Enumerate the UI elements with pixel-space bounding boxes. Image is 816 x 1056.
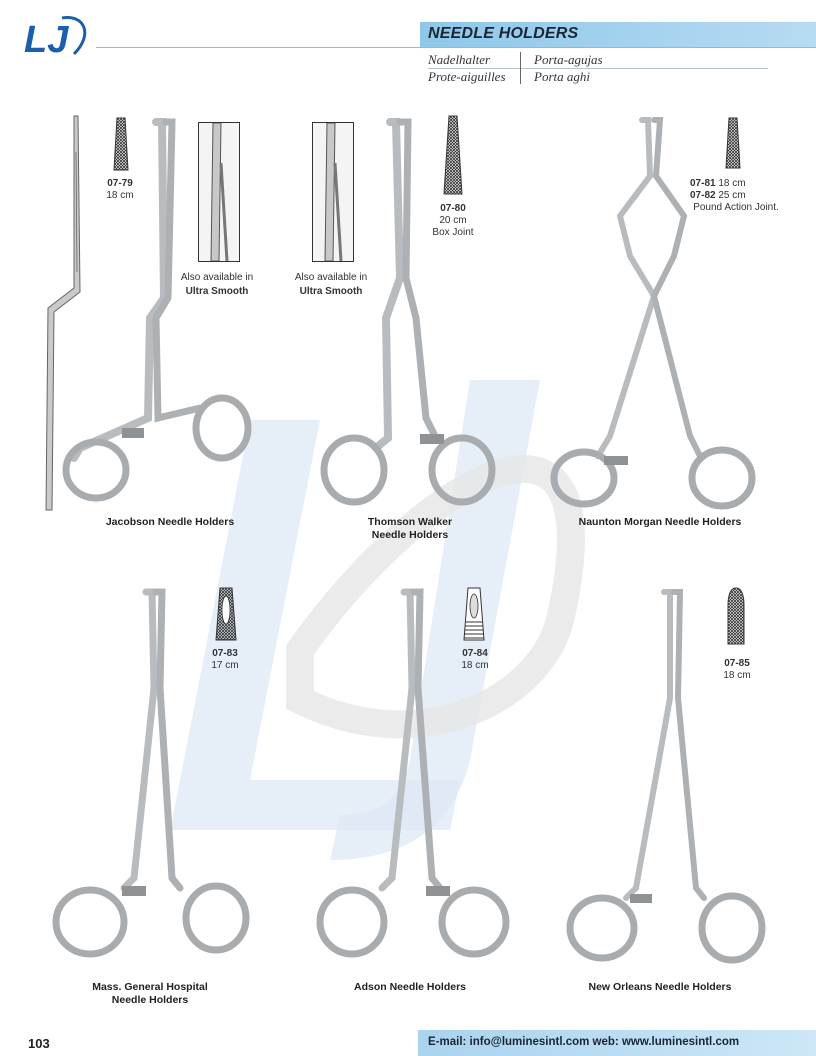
naunton-morgan-needle-holder-image: [550, 117, 756, 510]
product-name: Jacobson Needle Holders: [105, 516, 235, 528]
product-code-label: 07-83: [212, 648, 238, 659]
brand-logo: LJ: [24, 16, 87, 61]
tip-07-81-icon: [725, 117, 741, 169]
translation-spanish: Porta-agujas: [534, 52, 603, 67]
product-name-line1: Mass. General Hospital: [92, 981, 208, 993]
footer-bar: [418, 1030, 816, 1056]
tip-07-83-icon: [215, 587, 237, 641]
new-orleans-needle-holder-image: [566, 589, 766, 964]
tip-07-84-icon: [463, 587, 485, 641]
product-size-label: 18 cm: [461, 660, 489, 671]
product-name: Naunton Morgan Needle Holders: [578, 516, 742, 528]
ultra-smooth-note: Also available in: [294, 272, 368, 283]
product-code-label: 07-84: [462, 648, 488, 659]
adson-needle-holder-image: [316, 588, 510, 958]
product-code-size-label: 07-82 25 cm: [690, 190, 746, 201]
mass-general-needle-holder-image: [52, 588, 250, 958]
product-name: Adson Needle Holders: [353, 981, 467, 993]
page-number: 103: [28, 1036, 50, 1051]
product-code-label: 07-85: [724, 658, 750, 669]
translation-french: Prote-aiguilles: [428, 69, 506, 84]
ultra-smooth-label: Ultra Smooth: [185, 286, 249, 297]
translation-italian: Porta aghi: [534, 69, 590, 84]
jacobson-side-view: [45, 115, 81, 511]
thomson-walker-needle-holder-image: [320, 118, 496, 506]
product-name-line2: Needle Holders: [371, 529, 449, 541]
title-rule: [96, 47, 816, 48]
jacobson-needle-holder-image: [62, 118, 252, 502]
product-size-label: 17 cm: [211, 660, 239, 671]
product-size-label: 18 cm: [723, 670, 751, 681]
contact-info: E-mail: info@luminesintl.com web: www.lu…: [428, 1036, 740, 1048]
ultra-smooth-label: Ultra Smooth: [299, 286, 363, 297]
page-title: NEEDLE HOLDERS: [428, 25, 579, 42]
ultra-smooth-note: Also available in: [180, 272, 254, 283]
joint-type-label: Box Joint: [432, 227, 474, 238]
subtitle-rule: [428, 68, 768, 69]
jaw-detail-image: [312, 122, 354, 262]
joint-type-label: Pound Action Joint.: [693, 202, 779, 213]
tip-07-85-icon: [727, 587, 745, 645]
title-bar: [420, 22, 816, 47]
product-code-size-label: 07-81 18 cm: [690, 178, 746, 189]
tip-07-80-icon: [443, 115, 463, 195]
product-size-label: 18 cm: [106, 190, 134, 201]
svg-text:LJ: LJ: [24, 19, 69, 61]
tip-07-79-icon: [113, 117, 129, 171]
product-size-label: 20 cm: [439, 215, 467, 226]
jaw-detail-image: [198, 122, 240, 262]
product-name: New Orleans Needle Holders: [588, 981, 732, 993]
translation-german: Nadelhalter: [428, 52, 491, 67]
product-name-line1: Thomson Walker: [367, 516, 453, 528]
subtitle-divider: [520, 52, 521, 84]
product-code-label: 07-79: [107, 178, 133, 189]
product-code-label: 07-80: [440, 203, 466, 214]
product-name-line2: Needle Holders: [111, 994, 189, 1006]
